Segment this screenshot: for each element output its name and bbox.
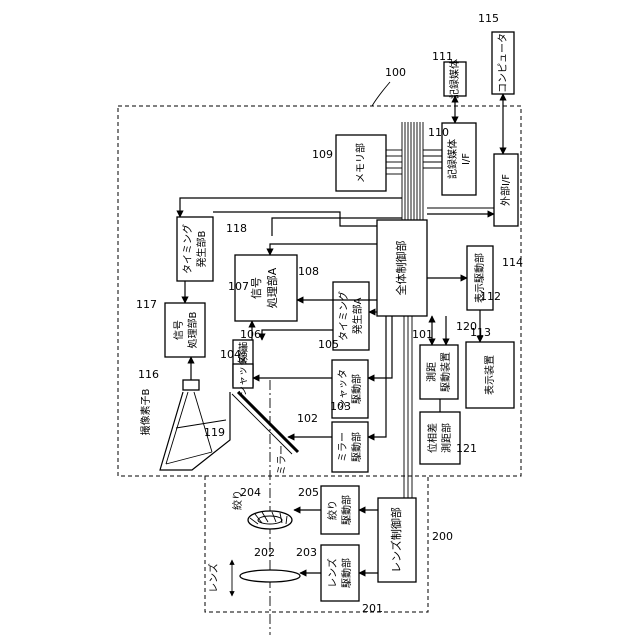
lens-element bbox=[240, 570, 300, 582]
signal-b-label-1: 信号 bbox=[173, 320, 185, 340]
computer-box: コンピュータ bbox=[492, 32, 514, 94]
recording-medium-box: 記録媒体 bbox=[444, 59, 466, 99]
control-to-timingb bbox=[180, 198, 402, 217]
recording-medium-if-label-1: 記録媒体 bbox=[446, 139, 459, 179]
ref-104: 104 bbox=[220, 348, 241, 361]
sensor-b-element bbox=[183, 380, 199, 390]
lens-drive-label-2: 駆動部 bbox=[340, 558, 353, 588]
ref-101: 101 bbox=[412, 328, 433, 341]
ref-120: 120 bbox=[456, 320, 477, 333]
memory-bus-link bbox=[386, 150, 402, 174]
ref-112: 112 bbox=[480, 290, 501, 303]
memory-box: メモリ部 bbox=[336, 135, 386, 191]
recording-medium-if-label-2: I/F bbox=[461, 153, 472, 165]
timing-a-label-1: タイミング bbox=[337, 291, 350, 341]
rangefinder-drive-label-1: 測距 bbox=[425, 362, 438, 382]
lens-control-box: レンズ制御部 bbox=[378, 498, 416, 582]
aperture-drive-box: 絞り 駆動部 bbox=[321, 486, 359, 534]
main-mirror-edge bbox=[232, 394, 292, 454]
ref-102: 102 bbox=[297, 412, 318, 425]
lens-control-label: レンズ制御部 bbox=[389, 507, 403, 573]
ref-118: 118 bbox=[226, 222, 247, 235]
mirror-label: ミラー bbox=[276, 445, 288, 475]
sensor-b-label: 撮像素子B bbox=[139, 388, 152, 435]
ref-114: 114 bbox=[502, 256, 523, 269]
display-device-label: 表示装置 bbox=[483, 355, 496, 395]
lens-label: レンズ bbox=[207, 563, 220, 593]
aperture-element bbox=[248, 511, 292, 529]
ref-108: 108 bbox=[298, 265, 319, 278]
ref-116: 116 bbox=[138, 368, 159, 381]
overall-control-box: 全体制御部 bbox=[377, 220, 427, 316]
display-device-box: 表示装置 bbox=[466, 342, 514, 408]
aperture-drive-label-1: 絞り bbox=[326, 500, 339, 520]
ref-202: 202 bbox=[254, 546, 275, 559]
ref-103: 103 bbox=[330, 400, 351, 413]
ref-205: 205 bbox=[298, 486, 319, 499]
main-mirror bbox=[238, 392, 298, 452]
ref-106: 106 bbox=[240, 328, 261, 341]
memory-label: メモリ部 bbox=[354, 143, 367, 183]
ref-105: 105 bbox=[318, 338, 339, 351]
control-mirrordrive-link bbox=[368, 316, 386, 437]
timing-b-box: タイミング 発生部B bbox=[177, 217, 213, 281]
if-bus-link bbox=[423, 150, 442, 168]
overall-control-label: 全体制御部 bbox=[394, 241, 408, 296]
timing-a-label-2: 発生部A bbox=[351, 297, 364, 334]
rangefinder-drive-box: 測距 駆動装置 bbox=[420, 345, 458, 399]
lens-drive-label-1: レンズ bbox=[326, 558, 339, 588]
computer-label: コンピュータ bbox=[497, 33, 509, 93]
ref-203: 203 bbox=[296, 546, 317, 559]
ref-117: 117 bbox=[136, 298, 157, 311]
ref-201: 201 bbox=[362, 602, 383, 615]
mirror-drive-label-2: 駆動部 bbox=[350, 432, 363, 462]
ref-107: 107 bbox=[228, 280, 249, 293]
aperture-drive-label-2: 駆動部 bbox=[340, 495, 353, 525]
external-if-box: 外部I/F bbox=[494, 154, 518, 226]
mirror-drive-label-1: ミラー bbox=[337, 432, 349, 462]
timing-b-label-1: タイミング bbox=[181, 224, 194, 274]
phase-diff-label-2: 測距部 bbox=[440, 423, 453, 453]
external-if-label: 外部I/F bbox=[499, 174, 512, 206]
ref-109: 109 bbox=[312, 148, 333, 161]
ref-121: 121 bbox=[456, 442, 477, 455]
signal-b-box: 信号 処理部B bbox=[165, 303, 205, 357]
signal-a-label-2: 処理部A bbox=[265, 267, 279, 308]
shutter-drive-label-2: 駆動部 bbox=[350, 374, 363, 404]
ref-100: 100 bbox=[385, 66, 406, 79]
timing-b-label-2: 発生部B bbox=[195, 230, 208, 267]
signal-b-label-2: 処理部B bbox=[186, 311, 199, 348]
bus-lines bbox=[402, 122, 423, 220]
ref-115: 115 bbox=[478, 12, 499, 25]
control-signala-link bbox=[270, 244, 377, 255]
ref-111: 111 bbox=[432, 50, 453, 63]
mirror-drive-box: ミラー 駆動部 bbox=[332, 422, 368, 472]
recording-medium-label: 記録媒体 bbox=[448, 59, 461, 99]
ref-119: 119 bbox=[204, 426, 225, 439]
control-shutterdrive-link bbox=[368, 316, 392, 378]
shutter-label: シャッタ bbox=[237, 356, 249, 396]
ref-204: 204 bbox=[240, 486, 261, 499]
ref-200: 200 bbox=[432, 530, 453, 543]
ref-110: 110 bbox=[428, 126, 449, 139]
lens-drive-box: レンズ 駆動部 bbox=[321, 545, 359, 601]
phase-diff-box: 位相差 測距部 bbox=[420, 412, 460, 464]
phase-diff-label-1: 位相差 bbox=[426, 423, 439, 453]
rangefinder-drive-label-2: 駆動装置 bbox=[439, 352, 452, 392]
signal-a-label-1: 信号 bbox=[250, 277, 263, 299]
